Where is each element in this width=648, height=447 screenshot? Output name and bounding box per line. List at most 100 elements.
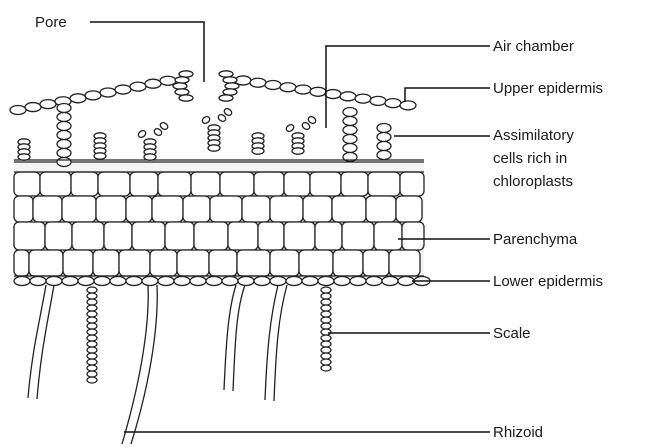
scale-cell — [87, 311, 97, 317]
label-pore: Pore — [35, 14, 67, 31]
parenchyma-cell — [315, 222, 342, 250]
upper-epidermis-cell — [295, 85, 311, 94]
chamber-wall-cell — [377, 124, 391, 133]
assimilatory-cell — [252, 148, 264, 154]
chamber-wall-cell — [343, 126, 357, 135]
pore-ring-cell — [173, 83, 187, 89]
lower-epidermis-cell — [254, 277, 270, 286]
label-parenchyma: Parenchyma — [493, 231, 578, 248]
upper-epidermis-cell — [400, 101, 416, 110]
parenchyma-cell — [14, 196, 33, 222]
upper-epidermis-leader — [405, 88, 490, 102]
scale-cell — [321, 287, 331, 293]
parenchyma-cell — [71, 172, 98, 196]
parenchyma-cell — [158, 172, 191, 196]
lower-epidermis-cell — [366, 277, 382, 286]
parenchyma-cell — [396, 196, 422, 222]
parenchyma-cell — [14, 250, 29, 276]
upper-epidermis-cell — [340, 92, 356, 101]
scale-cell — [87, 359, 97, 365]
label-assimilatory-line-2: cells rich in — [493, 150, 567, 167]
assimilatory-cell — [144, 154, 156, 160]
parenchyma-cell — [333, 250, 363, 276]
parenchyma-cell — [220, 172, 254, 196]
label-assimilatory-line-3: chloroplasts — [493, 173, 573, 190]
label-scale: Scale — [493, 325, 531, 342]
parenchyma-cell — [45, 222, 72, 250]
lower-epidermis-cell — [286, 277, 302, 286]
pore-ring-cell — [223, 77, 237, 83]
lower-epidermis-cell — [62, 277, 78, 286]
scale-cell — [321, 311, 331, 317]
label-upper-epidermis: Upper epidermis — [493, 80, 603, 97]
scale-cell — [321, 347, 331, 353]
upper-epidermis-cell — [70, 94, 86, 103]
parenchyma-cell — [183, 196, 210, 222]
parenchyma-cell — [14, 222, 45, 250]
parenchyma-cell — [29, 250, 63, 276]
parenchyma-cell — [368, 172, 400, 196]
chamber-wall-cell — [343, 117, 357, 126]
scale-cell — [87, 323, 97, 329]
assimilatory-branch-cell — [285, 123, 295, 133]
lower-epidermis-cell — [94, 277, 110, 286]
lower-epidermis-cell — [46, 277, 62, 286]
parenchyma-cell — [284, 222, 315, 250]
scale-cell — [87, 341, 97, 347]
lower-epidermis-cell — [318, 277, 334, 286]
chamber-wall-cell — [57, 158, 71, 167]
parenchyma-cell — [389, 250, 420, 276]
parenchyma-cell — [150, 250, 177, 276]
scale-cell — [321, 293, 331, 299]
upper-epidermis-cell — [145, 79, 161, 88]
lower-epidermis-cell — [382, 277, 398, 286]
scale-cell — [87, 371, 97, 377]
parenchyma-cell — [210, 196, 242, 222]
upper-epidermis-cell — [10, 106, 26, 115]
rhizoids — [28, 285, 287, 444]
parenchyma-cell — [270, 196, 303, 222]
parenchyma-cell — [342, 222, 374, 250]
parenchyma-cell — [132, 222, 165, 250]
parenchyma-cell — [126, 196, 152, 222]
parenchyma-cell — [72, 222, 104, 250]
upper-epidermis-cell — [100, 88, 116, 97]
pore-ring-cell — [179, 95, 193, 101]
scale-cell — [87, 317, 97, 323]
chamber-wall-cell — [57, 122, 71, 131]
parenchyma-cell — [341, 172, 368, 196]
lower-epidermis-cell — [334, 277, 350, 286]
tissue-block — [14, 162, 430, 286]
upper-epidermis-cell — [385, 99, 401, 108]
assimilatory-cell — [94, 153, 106, 159]
assimilatory-branch-cell — [137, 129, 147, 139]
chamber-wall-cell — [57, 104, 71, 113]
scale-cell — [321, 317, 331, 323]
parenchyma-cell — [366, 196, 396, 222]
lower-epidermis-cell — [142, 277, 158, 286]
label-assimilatory-line-1: Assimilatory — [493, 127, 574, 144]
scale-cell — [321, 323, 331, 329]
parenchyma-cell — [98, 172, 130, 196]
chamber-wall-cell — [377, 142, 391, 151]
parenchyma-cell — [228, 222, 258, 250]
parenchyma-cell — [152, 196, 183, 222]
parenchyma-cell — [130, 172, 158, 196]
lower-epidermis-cell — [14, 277, 30, 286]
scale-cell — [87, 287, 97, 293]
lower-epidermis-cell — [350, 277, 366, 286]
upper-epidermis-cell — [280, 83, 296, 92]
parenchyma-cell — [242, 196, 270, 222]
upper-epidermis-cell — [85, 91, 101, 100]
label-air-chamber: Air chamber — [493, 38, 574, 55]
parenchyma-cell — [96, 196, 126, 222]
pore-ring-cell — [219, 95, 233, 101]
pore-ring-cell — [175, 77, 189, 83]
label-lower-epidermis: Lower epidermis — [493, 273, 603, 290]
parenchyma-cell — [104, 222, 132, 250]
lower-epidermis-cell — [30, 277, 46, 286]
lower-epidermis-cell — [78, 277, 94, 286]
upper-epidermis-cell — [250, 78, 266, 87]
lower-epidermis-cell — [158, 277, 174, 286]
upper-epidermis-cell — [325, 90, 341, 99]
